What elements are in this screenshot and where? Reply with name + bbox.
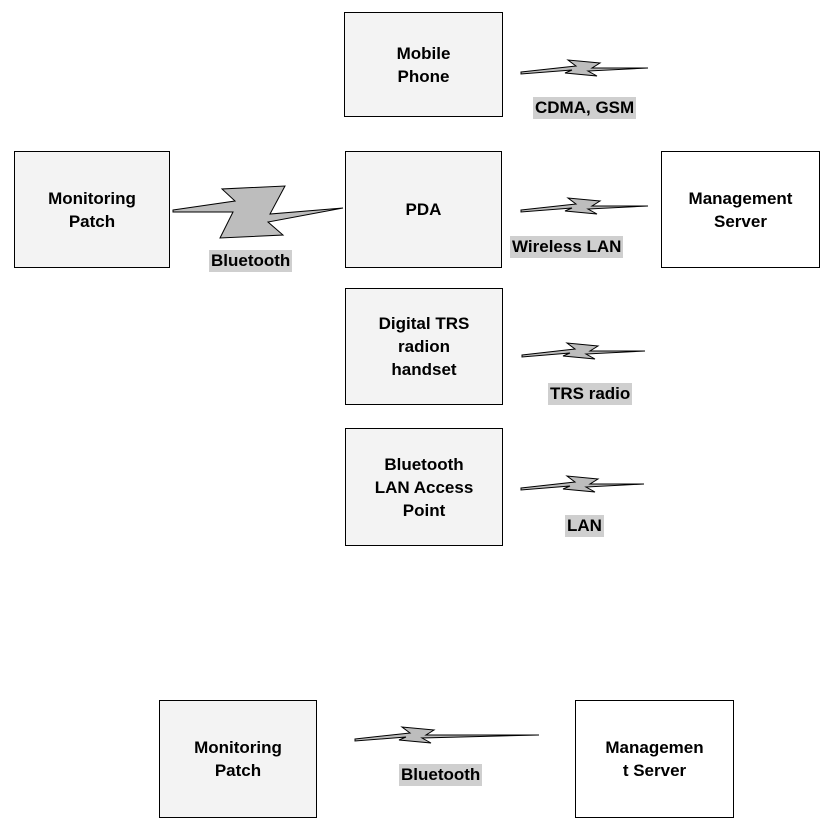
monitoring-patch-box: Monitoring Patch	[14, 151, 170, 268]
mobile-phone-box: Mobile Phone	[344, 12, 503, 117]
bluetooth-lan-access-point-label: Bluetooth LAN Access Point	[374, 454, 474, 520]
bluetooth-bolt-icon	[172, 185, 344, 239]
monitoring-patch-label: Monitoring Patch	[48, 188, 136, 231]
pda-label: PDA	[405, 200, 442, 219]
digital-trs-label: Digital TRS radion handset	[378, 314, 470, 379]
trs-radio-label: TRS radio	[548, 383, 633, 405]
bluetooth-label: Bluetooth	[209, 250, 293, 272]
bluetooth-lan-access-point-box: Bluetooth LAN Access Point	[345, 428, 503, 546]
cdma-gsm-label: CDMA, GSM	[533, 97, 637, 119]
mobile-phone-label: Mobile Phone	[396, 43, 451, 86]
digital-trs-box: Digital TRS radion handset	[345, 288, 503, 405]
lan-label: LAN	[565, 515, 604, 537]
wireless-lan-bolt-icon	[520, 197, 649, 215]
cdma-gsm-bolt-icon	[520, 59, 649, 77]
bottom-monitoring-patch-box: Monitoring Patch	[159, 700, 317, 818]
lan-bolt-icon	[520, 475, 645, 493]
bottom-monitoring-patch-label: Monitoring Patch	[194, 738, 282, 780]
management-server-box: Management Server	[661, 151, 820, 268]
pda-box: PDA	[345, 151, 502, 268]
bottom-bluetooth-label: Bluetooth	[399, 764, 483, 786]
bottom-bluetooth-bolt-icon	[354, 726, 540, 744]
wireless-lan-label: Wireless LAN	[510, 236, 624, 258]
trs-radio-bolt-icon	[521, 342, 646, 360]
management-server-label: Management Server	[688, 188, 793, 231]
bottom-management-server-label: Managemen t Server	[605, 738, 704, 780]
bottom-management-server-box: Managemen t Server	[575, 700, 734, 818]
